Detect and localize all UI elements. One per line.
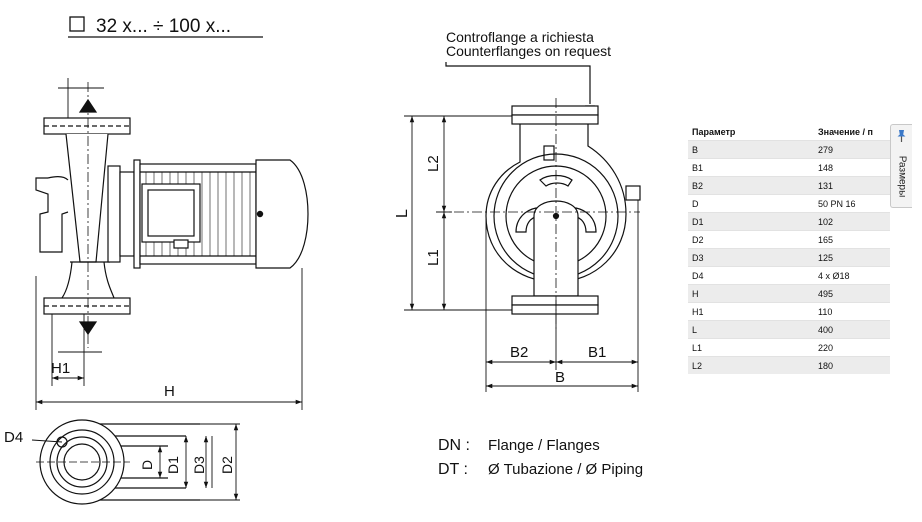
size-range-header: 32 x... ÷ 100 x... [68,16,263,38]
param-value: 220 [814,338,890,357]
legend: DN : Flange / Flanges DT : Ø Tubazione /… [438,437,643,478]
param-name: B1 [688,158,814,177]
counterflanges-note-en: Counterflanges on request [446,43,611,59]
legend-text-dt: Ø Tubazione / Ø Piping [488,461,643,478]
param-value: 495 [814,284,890,303]
param-name: H [688,284,814,303]
dim-label-B1: B1 [588,344,606,361]
side-view [35,82,309,348]
table-header-row: Параметр Значение / п [688,124,890,141]
dimensions-side-tab[interactable]: Размеры [890,124,912,208]
legend-key-dt: DT : [438,461,468,478]
param-name: D2 [688,230,814,249]
dim-label-L1: L1 [425,249,442,266]
param-value: 148 [814,158,890,177]
dim-label-B: B [555,369,565,386]
front-view [436,62,641,332]
dim-label-L2: L2 [425,155,442,172]
param-name: D3 [688,248,814,267]
param-name: B2 [688,176,814,195]
flange-view-dimensions [31,423,240,501]
side-tab-label: Размеры [896,155,908,198]
param-name: H1 [688,302,814,321]
param-name: L1 [688,338,814,357]
param-value: 180 [814,356,890,374]
param-value: 102 [814,212,890,231]
param-name: L [688,320,814,339]
param-name: D1 [688,212,814,231]
legend-text-dn: Flange / Flanges [488,437,600,454]
param-value: 279 [814,140,890,159]
dim-label-H: H [164,383,175,400]
param-name: D [688,194,814,213]
param-value: 400 [814,320,890,339]
square-symbol-icon [69,16,85,32]
column-header-value[interactable]: Значение / п [818,127,873,137]
param-value: 125 [814,248,890,267]
front-view-dimensions [404,115,639,392]
param-name: D4 [688,266,814,285]
side-view-dimensions [35,78,303,410]
param-name: L2 [688,356,814,374]
legend-key-dn: DN : [438,437,470,454]
dim-label-D2: D2 [219,456,235,474]
param-name: B [688,140,814,159]
param-value: 131 [814,176,890,195]
param-value: 110 [814,302,890,321]
param-value: 50 PN 16 [814,194,890,213]
param-value: 165 [814,230,890,249]
flange-view [36,419,200,505]
counterflanges-note-it: Controflange a richiesta [446,29,594,45]
size-range-text: 32 x... ÷ 100 x... [96,16,231,37]
dim-label-H1: H1 [51,360,70,377]
dim-label-D4: D4 [4,429,23,446]
pin-icon[interactable] [895,129,908,143]
param-value: 4 x Ø18 [814,266,890,285]
dim-label-D3: D3 [191,456,207,474]
column-header-parameter[interactable]: Параметр [692,127,736,137]
dim-label-L: L [394,209,411,218]
dim-label-D1: D1 [165,456,181,474]
dim-label-D: D [139,460,155,470]
dim-label-B2: B2 [510,344,528,361]
